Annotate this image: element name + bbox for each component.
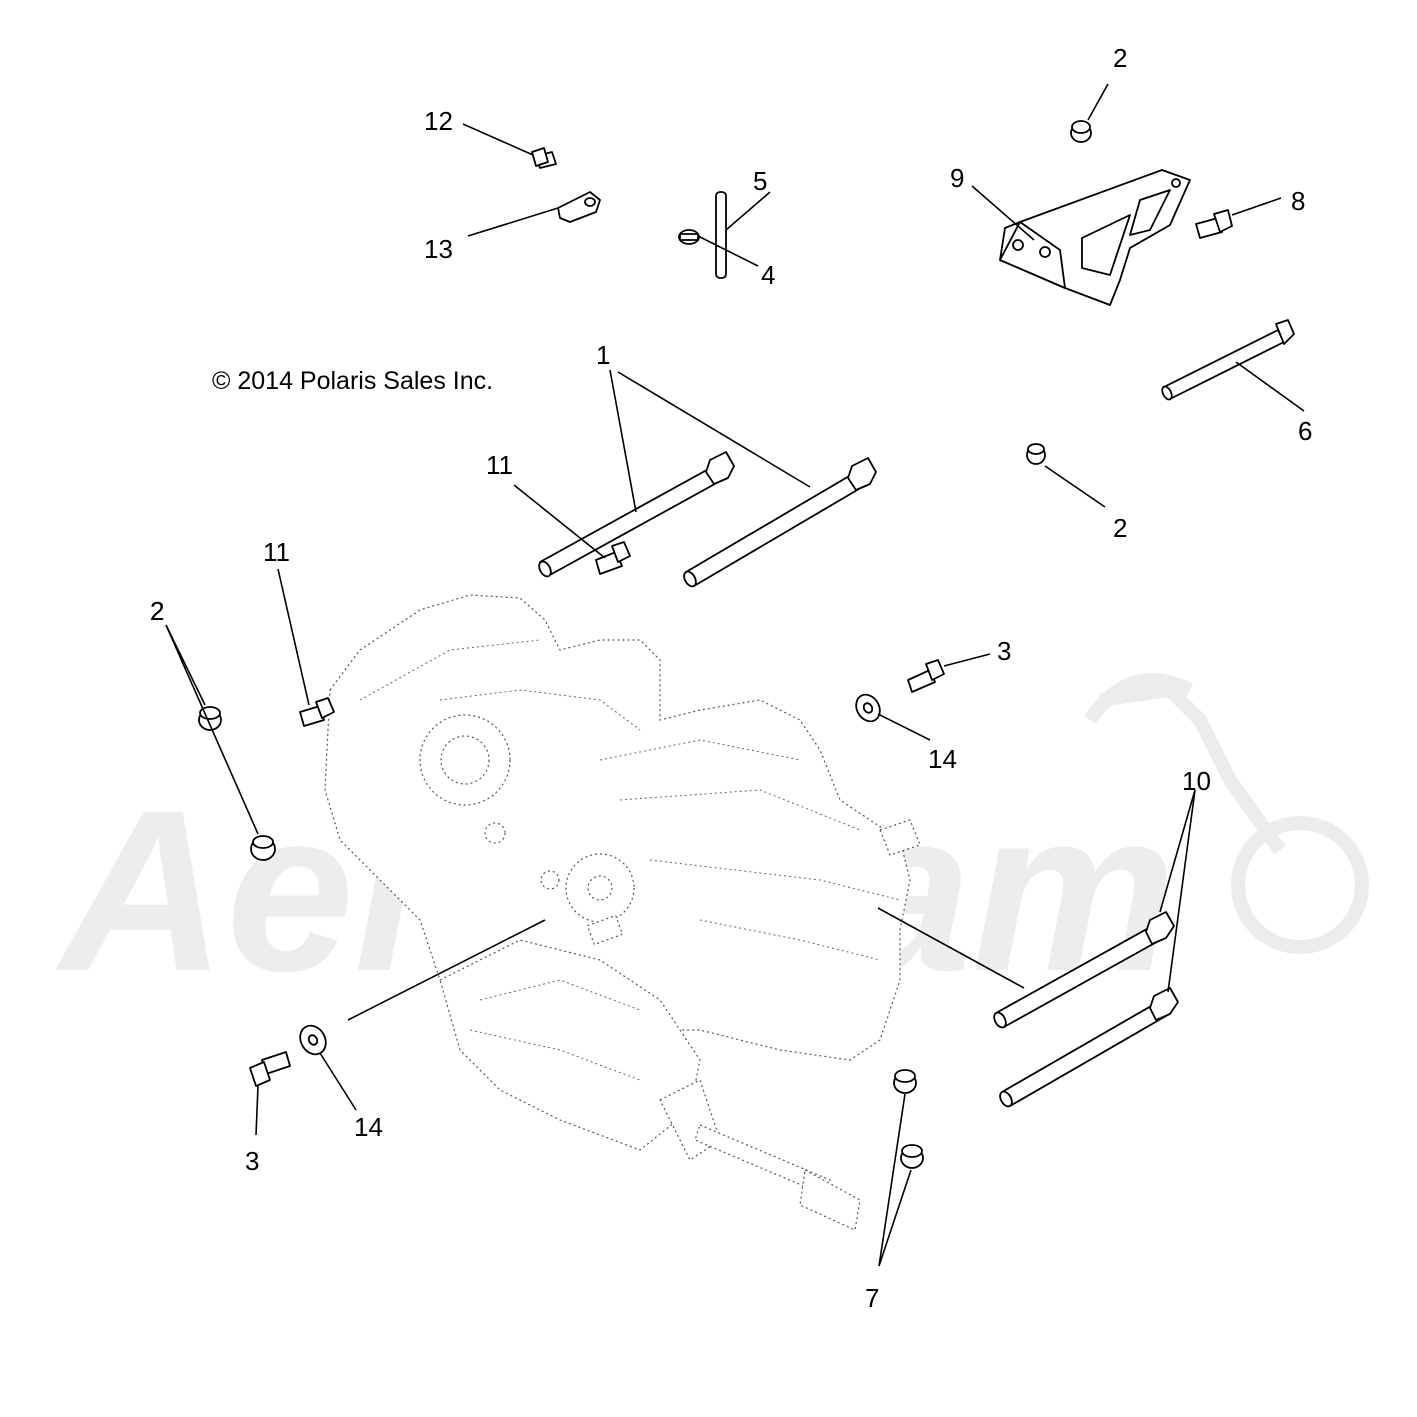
- part-5-pin: [715, 191, 727, 279]
- callout-2-mid: 2: [1113, 513, 1127, 543]
- callout-5: 5: [753, 166, 767, 196]
- part-11-bolt-left: [299, 697, 335, 727]
- copyright-text: © 2014 Polaris Sales Inc.: [212, 367, 493, 395]
- callout-2-top: 2: [1113, 43, 1127, 73]
- callout-4: 4: [761, 260, 775, 290]
- callout-1: 1: [596, 340, 610, 370]
- transmission-housing: [324, 594, 921, 1231]
- part-2-flange-nut-mid: [1026, 443, 1046, 465]
- callout-11-upper: 11: [486, 450, 513, 480]
- part-8-bolt: [1195, 209, 1233, 239]
- callout-7: 7: [865, 1283, 879, 1313]
- callout-12: 12: [424, 106, 453, 136]
- part-9-bracket: [999, 169, 1191, 306]
- part-6-bolt: [1161, 319, 1295, 401]
- part-2-flange-nuts-left: [198, 706, 276, 861]
- callout-2-left-b: 2: [150, 596, 164, 626]
- callout-8: 8: [1291, 186, 1305, 216]
- callout-labels: 1 2 2 2 3 3 4 5 6 7 8 9 10 11 11 12 13 1…: [150, 43, 1312, 1313]
- part-4-clamp: [678, 229, 700, 245]
- leader-lines: [165, 83, 1305, 1267]
- callout-3-left: 3: [245, 1146, 259, 1176]
- part-13-clip: [557, 191, 601, 223]
- callout-3-right: 3: [997, 636, 1011, 666]
- callout-14-left: 14: [354, 1112, 383, 1142]
- callout-6: 6: [1298, 416, 1312, 446]
- part-11-bolt-upper: [595, 541, 631, 575]
- callout-2-left: 2: [150, 596, 164, 626]
- callout-14-right: 14: [928, 744, 957, 774]
- part-12-bolt: [531, 147, 557, 169]
- part-14-washer-left: [299, 1024, 327, 1056]
- part-7-flange-nuts: [893, 1069, 924, 1169]
- part-1-long-bolts: [538, 451, 877, 588]
- motorcycle-watermark-icon: [1084, 673, 1369, 954]
- part-10-long-bolts: [993, 911, 1179, 1108]
- part-2-flange-nut-top: [1070, 120, 1092, 143]
- callout-11-left: 11: [263, 537, 290, 567]
- part-3-bolt-right: [907, 659, 945, 693]
- part-3-bolt-left: [249, 1051, 291, 1087]
- callout-13: 13: [424, 234, 453, 264]
- callout-10: 10: [1182, 766, 1211, 796]
- part-14-washer-right: [855, 693, 881, 723]
- callout-9: 9: [950, 163, 964, 193]
